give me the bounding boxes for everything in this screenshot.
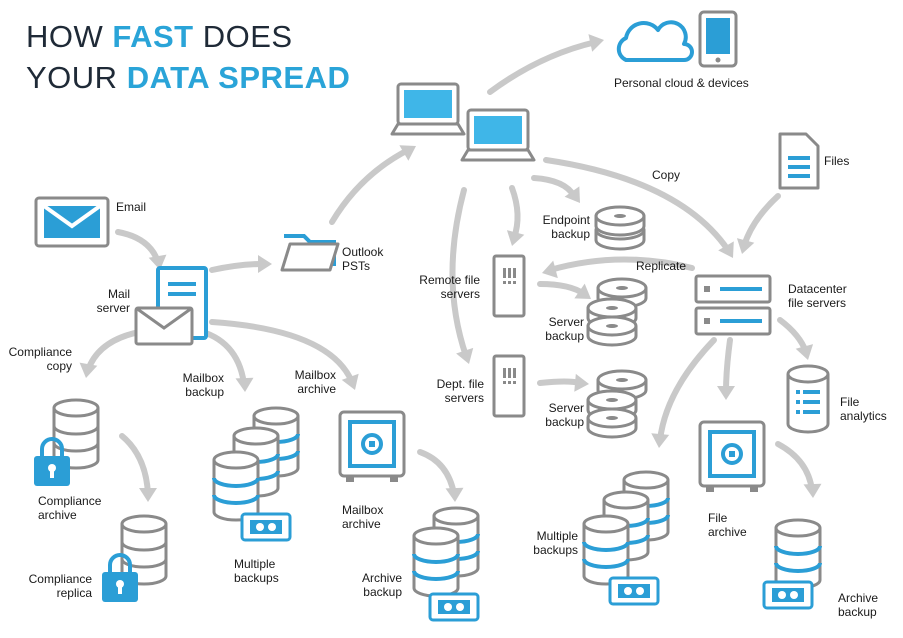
label-replicate: Replicate <box>636 259 686 273</box>
label-personal-cloud: Personal cloud & devices <box>614 76 749 90</box>
tape-icon <box>608 576 660 606</box>
tablet-icon <box>698 10 738 68</box>
database-icon <box>582 470 670 586</box>
laptop-icon <box>390 82 466 136</box>
server-rack-icon <box>492 254 526 318</box>
database-icon <box>586 369 648 439</box>
tape-icon <box>428 592 480 622</box>
database-icon <box>412 506 480 598</box>
cloud-icon <box>616 20 694 62</box>
flow-arrows <box>77 31 822 503</box>
page-title: HOW FAST DOES YOUR DATA SPREAD <box>26 19 350 95</box>
folder-icon <box>280 234 340 272</box>
label-copy: Copy <box>652 168 680 182</box>
envelope-icon <box>34 196 110 248</box>
laptop-icon <box>460 108 536 162</box>
tape-icon <box>762 580 814 610</box>
database-icon <box>594 205 646 251</box>
database-icon <box>212 406 300 522</box>
label-files: Files <box>824 154 849 168</box>
label-email: Email <box>116 200 146 214</box>
title-line-2: YOUR DATA SPREAD <box>26 60 350 95</box>
vault-icon <box>338 410 406 484</box>
database-icon <box>786 364 830 434</box>
mail-server-icon <box>134 266 208 346</box>
server-rack-icon <box>492 354 526 418</box>
document-icon <box>778 132 820 190</box>
vault-icon <box>698 420 766 494</box>
tape-icon <box>240 512 292 542</box>
database-icon <box>586 277 648 347</box>
title-line-1: HOW FAST DOES <box>26 19 293 54</box>
datacenter-server-icon <box>694 274 772 336</box>
database-icon <box>774 518 822 590</box>
